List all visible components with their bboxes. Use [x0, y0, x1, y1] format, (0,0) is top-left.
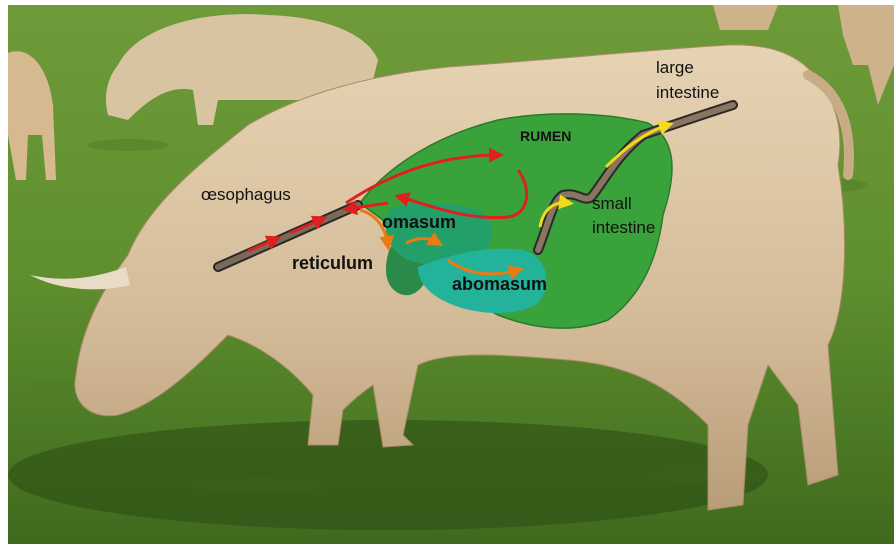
label-large-intestine-line1: large — [656, 58, 694, 77]
label-large-intestine-line2: intestine — [656, 83, 719, 102]
label-abomasum: abomasum — [452, 274, 547, 294]
label-small-intestine-line1: small — [592, 194, 632, 213]
label-oesophagus: œsophagus — [201, 185, 291, 204]
diagram-canvas: RUMEN œsophagus omasum reticulum abomasu… — [8, 5, 894, 544]
label-omasum: omasum — [382, 212, 456, 232]
label-reticulum: reticulum — [292, 253, 373, 273]
label-small-intestine-line2: intestine — [592, 218, 655, 237]
label-rumen: RUMEN — [520, 128, 571, 144]
